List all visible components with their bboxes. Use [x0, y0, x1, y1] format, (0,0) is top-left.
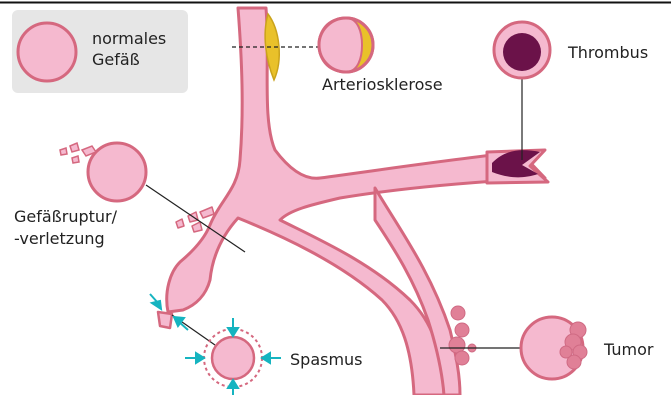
arrow-down-icon: [228, 328, 238, 336]
arrow-right-icon: [196, 353, 204, 363]
legend-label-line2: Gefäß: [92, 50, 140, 69]
label-spasmus: Spasmus: [290, 350, 363, 369]
arrow-diag-icon: [152, 301, 161, 309]
callout-thrombus: [494, 22, 550, 78]
vessel-spasm-stub: [158, 312, 172, 328]
label-tumor: Tumor: [603, 340, 654, 359]
label-thrombus: Thrombus: [567, 43, 648, 62]
legend-label-line1: normales: [92, 29, 166, 48]
label-ruptur-line2: -verletzung: [14, 229, 105, 248]
callout-tumor: [521, 317, 587, 379]
legend-normal-vessel-icon: [18, 23, 76, 81]
arrow-left-icon: [262, 353, 270, 363]
callout-ruptur: [60, 143, 146, 201]
legend: normales Gefäß: [12, 10, 188, 93]
callout-arteriosklerose: [319, 18, 373, 72]
label-arteriosklerose: Arteriosklerose: [322, 75, 443, 94]
arrow-up-icon: [228, 380, 238, 388]
label-ruptur-line1: Gefäßruptur/: [14, 207, 118, 226]
